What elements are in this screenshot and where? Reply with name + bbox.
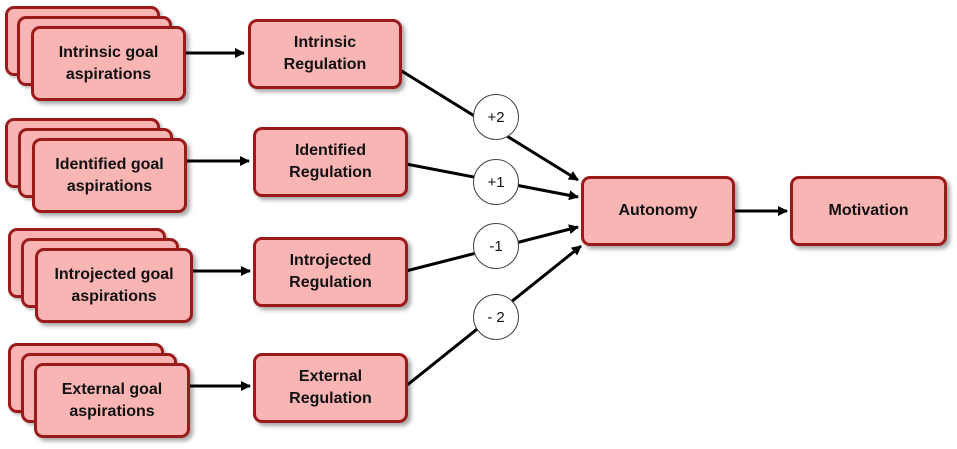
goal-box-intrinsic: Intrinsic goal aspirations <box>31 26 186 101</box>
regulation-box-external: External Regulation <box>253 353 408 423</box>
weight-circle-introjected: -1 <box>473 223 519 269</box>
regulation-box-intrinsic: Intrinsic Regulation <box>248 19 402 89</box>
goal-box-external: External goal aspirations <box>34 363 190 438</box>
goal-box-identified: Identified goal aspirations <box>32 138 187 213</box>
weight-circle-identified: +1 <box>473 159 519 205</box>
goal-box-introjected: Introjected goal aspirations <box>35 248 193 323</box>
motivation-box: Motivation <box>790 176 947 246</box>
autonomy-box: Autonomy <box>581 176 735 246</box>
weight-circle-external: - 2 <box>473 294 519 340</box>
regulation-box-identified: Identified Regulation <box>253 127 408 197</box>
weight-circle-intrinsic: +2 <box>473 94 519 140</box>
regulation-box-introjected: Introjected Regulation <box>253 237 408 307</box>
